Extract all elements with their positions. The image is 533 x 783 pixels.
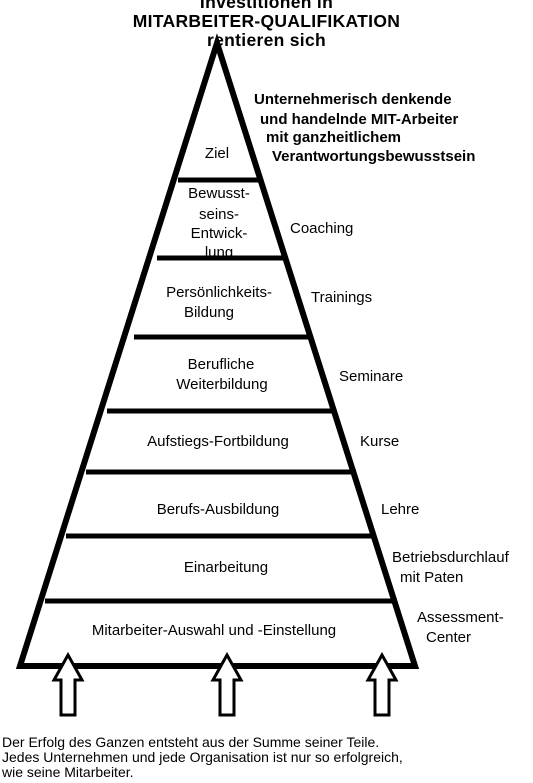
arrow-up-icon bbox=[210, 651, 244, 717]
footer-line-2: Jedes Unternehmen und jede Organisation … bbox=[2, 749, 403, 765]
goal-line-1: Unternehmerisch denkende bbox=[254, 91, 452, 108]
level-beruflich-line-2: Weiterbildung bbox=[176, 376, 267, 393]
method-coaching: Coaching bbox=[290, 220, 353, 237]
title-line-2: MITARBEITER-QUALIFIKATION bbox=[132, 11, 401, 31]
method-seminare: Seminare bbox=[339, 368, 403, 385]
level-ziel: Ziel bbox=[205, 145, 229, 162]
method-trainings: Trainings bbox=[311, 289, 372, 306]
footer-line-1: Der Erfolg des Ganzen entsteht aus der S… bbox=[2, 734, 380, 750]
level-bewusstsein-line-3: Entwick- bbox=[191, 225, 248, 242]
level-auswahl: Mitarbeiter-Auswahl und -Einstellung bbox=[92, 622, 336, 639]
level-ausbildung: Berufs-Ausbildung bbox=[157, 501, 280, 518]
method-betrieb-line-1: Betriebsdurchlauf bbox=[392, 549, 510, 566]
support-arrows bbox=[51, 651, 399, 717]
level-einarbeitung: Einarbeitung bbox=[184, 559, 268, 576]
method-assessment-line-1: Assessment- bbox=[417, 609, 504, 626]
method-lehre: Lehre bbox=[381, 501, 419, 518]
level-bewusstsein-line-4: lung bbox=[205, 244, 233, 261]
level-aufstieg: Aufstiegs-Fortbildung bbox=[147, 433, 289, 450]
arrow-up-icon bbox=[51, 651, 85, 717]
level-bewusstsein-line-1: Bewusst- bbox=[188, 185, 250, 202]
level-persoenlichkeit-line-1: Persönlichkeits- bbox=[166, 284, 272, 301]
method-assessment-line-2: Center bbox=[426, 629, 471, 646]
level-dividers bbox=[45, 177, 397, 604]
method-kurse: Kurse bbox=[360, 433, 399, 450]
level-bewusstsein-line-2: seins- bbox=[199, 206, 239, 223]
footer-line-3: wie seine Mitarbeiter. bbox=[2, 764, 134, 780]
title-line-3: rentieren sich bbox=[207, 30, 326, 50]
arrow-up-icon bbox=[365, 651, 399, 717]
goal-line-4: Verantwortungsbewusstsein bbox=[272, 148, 476, 165]
goal-line-3: mit ganzheitlichem bbox=[266, 129, 402, 146]
goal-line-2: und handelnde MIT-Arbeiter bbox=[260, 111, 459, 128]
level-beruflich-line-1: Berufliche bbox=[188, 356, 255, 373]
pyramid-outline bbox=[15, 33, 420, 669]
title-line-1: Investitionen in bbox=[199, 0, 334, 12]
footer-text: Der Erfolg des Ganzen entsteht aus der S… bbox=[2, 735, 403, 780]
level-persoenlichkeit-line-2: Bildung bbox=[184, 304, 234, 321]
method-betrieb-line-2: mit Paten bbox=[400, 569, 463, 586]
